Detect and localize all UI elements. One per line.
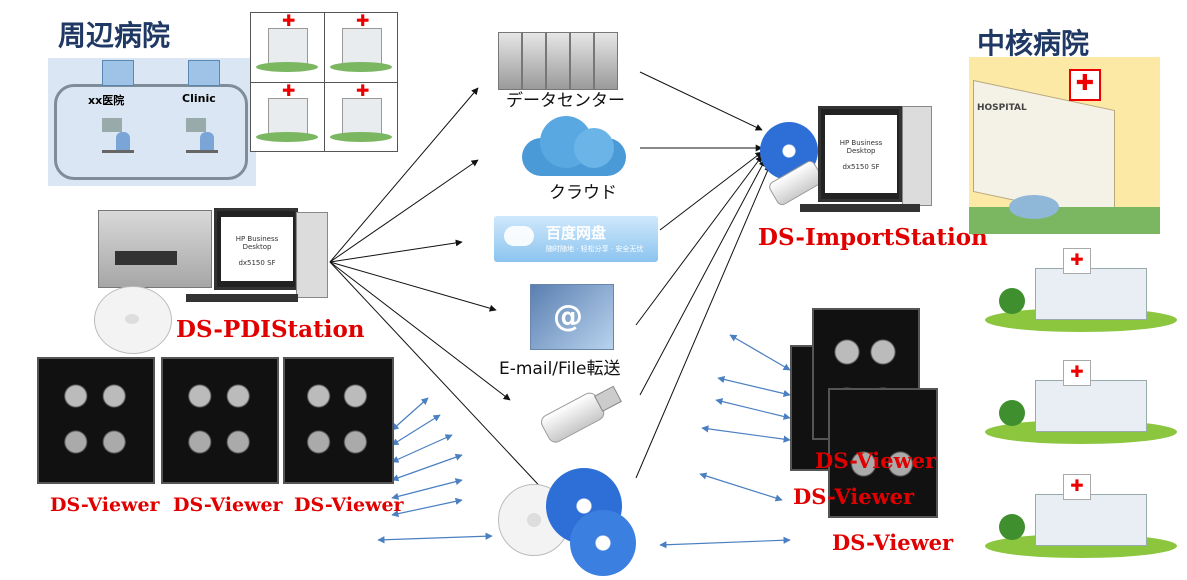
pdi-monitor-icon: HP Business Desktop dx5150 SF — [214, 208, 298, 290]
viewer-monitor-left-1 — [37, 357, 155, 484]
import-monitor-icon: HP Business Desktop dx5150 SF — [818, 106, 902, 202]
pc-model-label: dx5150 SF — [842, 163, 880, 171]
small-hospital-icon: ✚ — [330, 83, 392, 144]
small-hospital-icon: ✚ — [985, 474, 1177, 560]
small-hospital-icon: ✚ — [256, 83, 318, 144]
clinic-network-frame — [54, 84, 248, 180]
core-hospital-title: 中核病院 — [977, 27, 1090, 60]
baidu-tagline-label: 随时随地 · 轻松分享 · 安全无忧 — [546, 245, 644, 253]
datacenter-servers-icon — [498, 28, 630, 90]
viewer-label-left-3: DS-Viewer — [294, 494, 404, 516]
hospital-sign-label: HOSPITAL — [977, 103, 1027, 113]
viewer-label-left-1: DS-Viewer — [50, 494, 160, 516]
doctor-workstation-icon — [186, 118, 220, 162]
viewer-label-right-1: DS-Viewer — [815, 448, 937, 473]
right-viewer-links — [659, 334, 791, 549]
disc-publisher-icon — [98, 210, 212, 288]
small-hospital-icon: ✚ — [330, 13, 392, 74]
baidu-name-label: 百度网盘 — [546, 224, 607, 242]
viewer-label-left-2: DS-Viewer — [173, 494, 283, 516]
viewer-monitor-left-2 — [161, 357, 279, 484]
pdi-station-label: DS-PDIStation — [176, 316, 365, 343]
baidu-netdisk-banner: 百度网盘 随时随地 · 轻松分享 · 安全无忧 — [494, 216, 658, 262]
pc-brand-label: HP Business Desktop — [235, 235, 279, 251]
outbound-arrows — [329, 87, 549, 496]
datacenter-label: データセンター — [506, 91, 625, 111]
regional-clinic-panel: xx医院 Clinic — [48, 58, 256, 186]
core-hospital-illustration: HOSPITAL ✚ — [969, 57, 1160, 234]
doctor-workstation-icon — [102, 118, 136, 162]
site-b-label: Clinic — [182, 92, 216, 105]
clinic-building-icon — [188, 60, 220, 86]
viewer-monitor-left-3 — [283, 357, 394, 484]
regional-hospital-title: 周辺病院 — [58, 19, 171, 52]
small-hospital-icon: ✚ — [985, 360, 1177, 446]
site-a-label: xx医院 — [88, 94, 125, 107]
baidu-cloud-icon — [504, 226, 534, 246]
inbound-arrows — [635, 71, 771, 479]
left-viewer-links — [377, 397, 493, 544]
import-station-label: DS-ImportStation — [758, 224, 988, 251]
viewer-label-right-2: DS-Viewer — [793, 484, 915, 509]
disc-icon — [94, 286, 172, 354]
email-transfer-icon: @ — [530, 284, 614, 350]
cloud-icon — [512, 112, 634, 178]
email-transfer-label: E-mail/File転送 — [499, 359, 621, 379]
red-cross-icon: ✚ — [1069, 69, 1101, 101]
keyboard-icon — [800, 204, 920, 212]
viewer-monitor-right-bottom — [828, 388, 938, 518]
keyboard-icon — [186, 294, 298, 302]
viewer-label-right-3: DS-Viewer — [832, 530, 954, 555]
pdi-tower-icon — [296, 212, 328, 298]
import-tower-icon — [902, 106, 932, 206]
fountain-icon — [1009, 195, 1059, 219]
clinic-building-icon — [102, 60, 134, 86]
small-hospital-icon: ✚ — [256, 13, 318, 74]
cloud-label: クラウド — [549, 183, 617, 203]
small-hospital-icon: ✚ — [985, 248, 1177, 334]
pc-brand-label: HP Business Desktop — [839, 139, 883, 155]
disc-icon — [570, 510, 636, 576]
pc-model-label: dx5150 SF — [238, 259, 276, 267]
